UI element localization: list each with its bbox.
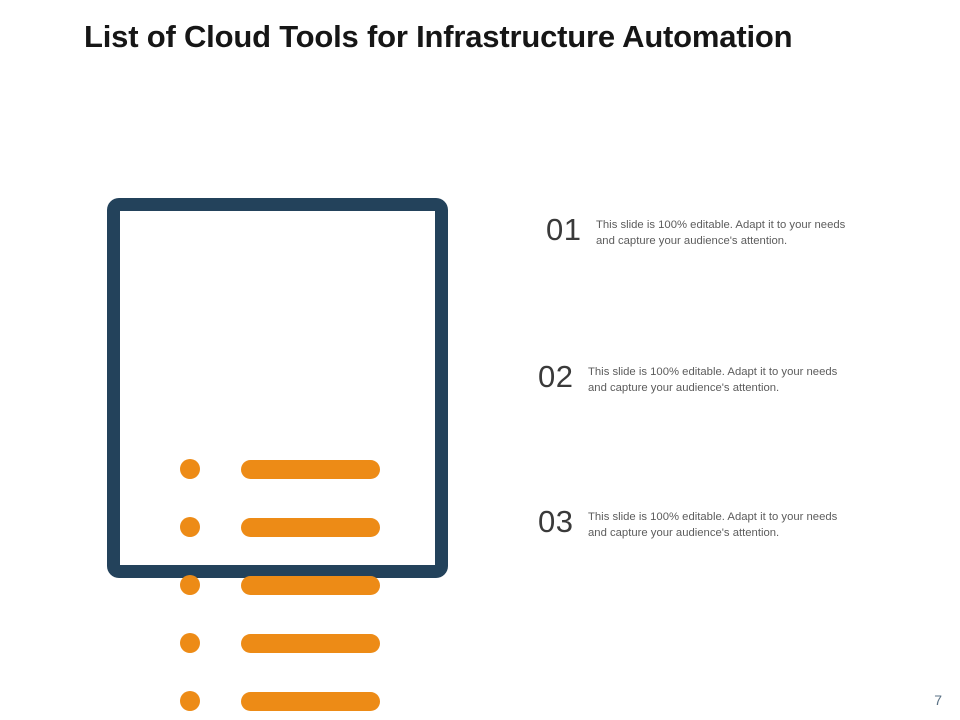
bar-line-icon — [241, 691, 380, 711]
list-item — [180, 517, 420, 537]
content-block-01: 01 This slide is 100% editable. Adapt it… — [546, 213, 864, 249]
page-number: 7 — [934, 692, 942, 708]
list-item — [180, 691, 420, 711]
page-title: List of Cloud Tools for Infrastructure A… — [84, 19, 793, 54]
checklist-frame-border — [107, 198, 448, 578]
bar-line-icon — [241, 459, 380, 479]
block-number-03: 03 — [538, 504, 574, 539]
bullet-dot-icon — [180, 459, 200, 479]
bar-line-icon — [241, 633, 380, 653]
block-number-02: 02 — [538, 359, 574, 394]
bullet-dot-icon — [180, 691, 200, 711]
list-item — [180, 575, 420, 595]
bar-line-icon — [241, 575, 380, 595]
block-text-03: This slide is 100% editable. Adapt it to… — [588, 511, 838, 539]
content-block-02: 02 This slide is 100% editable. Adapt it… — [538, 360, 856, 396]
block-number-01: 01 — [546, 212, 582, 247]
checklist-graphic — [107, 198, 448, 711]
list-item — [180, 459, 420, 479]
bullet-dot-icon — [180, 575, 200, 595]
bar-line-icon — [241, 517, 380, 537]
content-block-03: 03 This slide is 100% editable. Adapt it… — [538, 505, 856, 541]
bullet-dot-icon — [180, 633, 200, 653]
block-text-02: This slide is 100% editable. Adapt it to… — [588, 366, 838, 394]
list-item — [180, 633, 420, 653]
block-text-01: This slide is 100% editable. Adapt it to… — [596, 219, 846, 247]
checklist-rows — [107, 198, 448, 711]
bullet-dot-icon — [180, 517, 200, 537]
